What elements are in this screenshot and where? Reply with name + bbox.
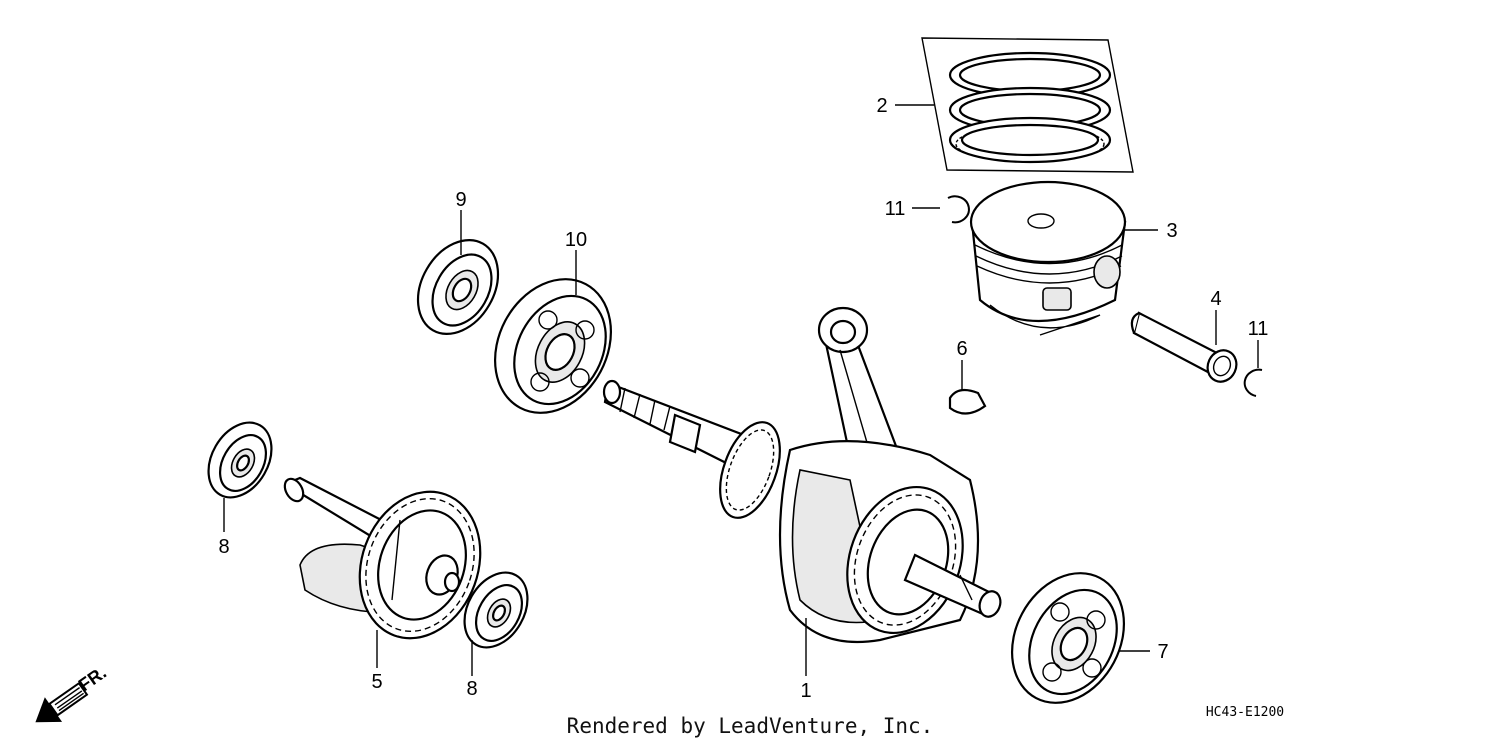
bearing-7[interactable] [990,554,1146,723]
bearing-8-lower[interactable] [452,561,540,658]
callout-11-upper: 11 [885,198,906,220]
callout-11-lower: 11 [1248,318,1269,340]
callout-7: 7 [1157,641,1168,663]
bearing-10[interactable] [472,259,633,433]
footer-credit: Rendered by LeadVenture, Inc. [566,714,934,738]
callout-1: 1 [800,680,811,702]
piston-pin[interactable] [1130,311,1242,386]
woodruff-key[interactable] [948,388,987,415]
callout-6: 6 [956,338,967,360]
callout-9: 9 [455,189,466,211]
callout-8-lower: 8 [466,678,477,700]
callout-10: 10 [565,229,587,251]
callout-3: 3 [1166,220,1177,242]
piston[interactable] [969,180,1127,336]
bearing-8-upper[interactable] [196,411,284,508]
leader-lines [223,104,1259,676]
callout-labels: 1 2 3 4 5 6 7 8 8 9 10 11 11 [218,95,1268,702]
diagram-code: HC43-E1200 [1206,705,1284,720]
piston-pin-clip-upper[interactable] [947,195,970,224]
balancer-shaft[interactable] [281,475,500,656]
callout-5: 5 [371,671,382,693]
callout-4: 4 [1210,288,1221,310]
callout-8-upper: 8 [218,536,229,558]
bearing-9[interactable] [402,226,514,349]
crankshaft[interactable] [602,306,1004,649]
piston-pin-clip-lower[interactable] [1243,368,1263,397]
callout-2: 2 [876,95,887,117]
piston-ring-set[interactable] [921,37,1134,173]
